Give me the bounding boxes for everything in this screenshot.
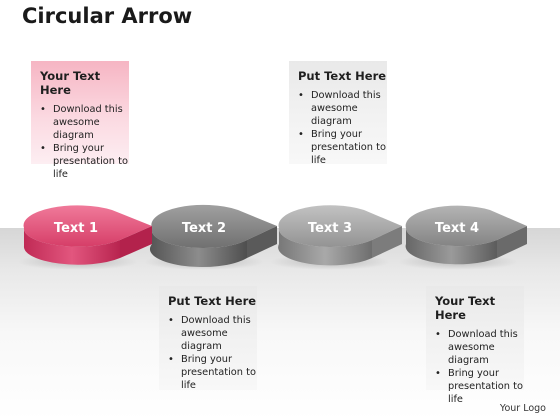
- step-2-label: Text 2: [182, 221, 226, 236]
- callout-2: Put Text Here Download this awesome diag…: [289, 61, 387, 167]
- callout-2-title: Put Text Here: [298, 69, 387, 83]
- logo-text: Your Logo: [499, 403, 546, 414]
- page-title: Circular Arrow: [22, 4, 193, 28]
- step-3-label: Text 3: [308, 221, 352, 236]
- step-1-arrow: [23, 205, 152, 265]
- callout-2-bullet-2: Bring your presentation to life: [298, 128, 387, 167]
- callout-1-bullet-2: Bring your presentation to life: [40, 142, 129, 181]
- callout-3: Put Text Here Download this awesome diag…: [159, 286, 257, 392]
- callout-4: Your Text Here Download this awesome dia…: [426, 286, 524, 405]
- callout-3-title: Put Text Here: [168, 294, 257, 308]
- callout-3-bullet-1: Download this awesome diagram: [168, 314, 257, 353]
- step-1-label: Text 1: [54, 221, 98, 236]
- callout-3-bullet-2: Bring your presentation to life: [168, 353, 257, 392]
- step-2-arrow: [149, 204, 277, 268]
- callout-1-title: Your Text Here: [40, 69, 101, 97]
- callout-2-bullet-1: Download this awesome diagram: [298, 89, 387, 128]
- callout-4-bullet-2: Bring your presentation to life: [435, 367, 524, 406]
- callout-1-bullet-1: Download this awesome diagram: [40, 103, 129, 142]
- step-4-label: Text 4: [435, 221, 479, 236]
- step-4-arrow: [405, 205, 527, 265]
- callout-4-bullets: Download this awesome diagram Bring your…: [426, 328, 524, 406]
- callout-4-title: Your Text Here: [435, 294, 496, 322]
- callout-3-bullets: Download this awesome diagram Bring your…: [159, 314, 257, 392]
- callout-2-bullets: Download this awesome diagram Bring your…: [289, 89, 387, 167]
- callout-1-bullets: Download this awesome diagram Bring your…: [31, 103, 129, 181]
- callout-4-bullet-1: Download this awesome diagram: [435, 328, 524, 367]
- callout-1: Your Text Here Download this awesome dia…: [31, 61, 129, 180]
- step-3-arrow: [278, 205, 402, 266]
